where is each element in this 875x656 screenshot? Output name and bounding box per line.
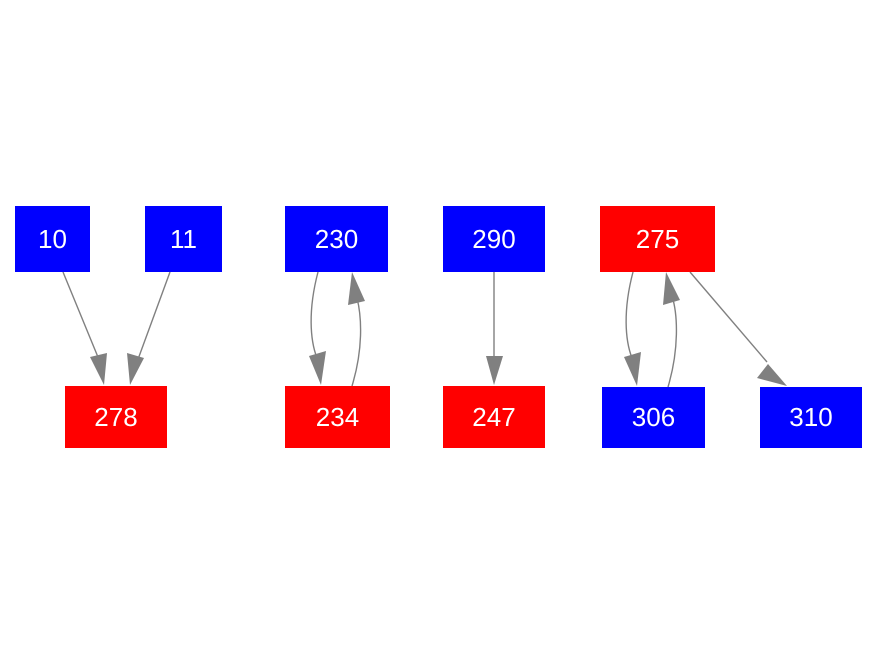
edge-290-to-247: [486, 272, 503, 385]
arrowhead-icon: [127, 353, 144, 385]
node-box[interactable]: [600, 206, 715, 272]
node-label: 278: [94, 402, 137, 432]
node-230[interactable]: 230: [285, 206, 388, 272]
arrowhead-icon: [486, 356, 503, 385]
arrowhead-icon: [309, 351, 326, 385]
arrowhead-icon: [757, 364, 787, 386]
edge-275-to-310: [689, 271, 787, 386]
edge-306-to-275: [663, 272, 680, 388]
arrowhead-icon: [663, 272, 680, 305]
node-box[interactable]: [760, 387, 862, 448]
node-278[interactable]: 278: [65, 386, 167, 448]
node-box[interactable]: [443, 206, 545, 272]
node-10[interactable]: 10: [15, 206, 90, 272]
node-layer: 10 11 278 230 234 290: [15, 206, 862, 448]
edge-line: [62, 271, 101, 363]
node-label: 247: [472, 402, 515, 432]
node-label: 275: [636, 224, 679, 254]
arrowhead-icon: [90, 353, 107, 385]
node-label: 230: [315, 224, 358, 254]
node-label: 10: [38, 224, 67, 254]
node-box[interactable]: [65, 386, 167, 448]
node-box[interactable]: [145, 206, 222, 272]
arrowhead-icon: [624, 352, 641, 386]
node-label: 234: [316, 402, 359, 432]
node-box[interactable]: [15, 206, 90, 272]
node-label: 290: [472, 224, 515, 254]
edge-234-to-230: [348, 272, 365, 387]
node-box[interactable]: [602, 387, 705, 448]
edge-line: [689, 271, 768, 363]
node-234[interactable]: 234: [285, 386, 390, 448]
node-label: 11: [170, 224, 197, 254]
node-247[interactable]: 247: [443, 386, 545, 448]
node-275[interactable]: 275: [600, 206, 715, 272]
edge-line: [136, 271, 171, 363]
node-label: 310: [789, 402, 832, 432]
node-label: 306: [632, 402, 675, 432]
node-box[interactable]: [285, 386, 390, 448]
node-box[interactable]: [285, 206, 388, 272]
edge-line: [310, 271, 319, 359]
edge-230-to-234: [309, 271, 326, 385]
edge-line: [625, 271, 634, 359]
node-box[interactable]: [443, 386, 545, 448]
arrowhead-icon: [348, 272, 365, 305]
edge-line: [667, 295, 678, 388]
node-11[interactable]: 11: [145, 206, 222, 272]
edge-10-to-278: [62, 271, 107, 385]
node-290[interactable]: 290: [443, 206, 545, 272]
edge-11-to-278: [127, 271, 171, 385]
edge-line: [351, 297, 362, 387]
edge-275-to-306: [624, 271, 641, 386]
node-306[interactable]: 306: [602, 387, 705, 448]
edge-layer: [62, 271, 787, 388]
node-310[interactable]: 310: [760, 387, 862, 448]
